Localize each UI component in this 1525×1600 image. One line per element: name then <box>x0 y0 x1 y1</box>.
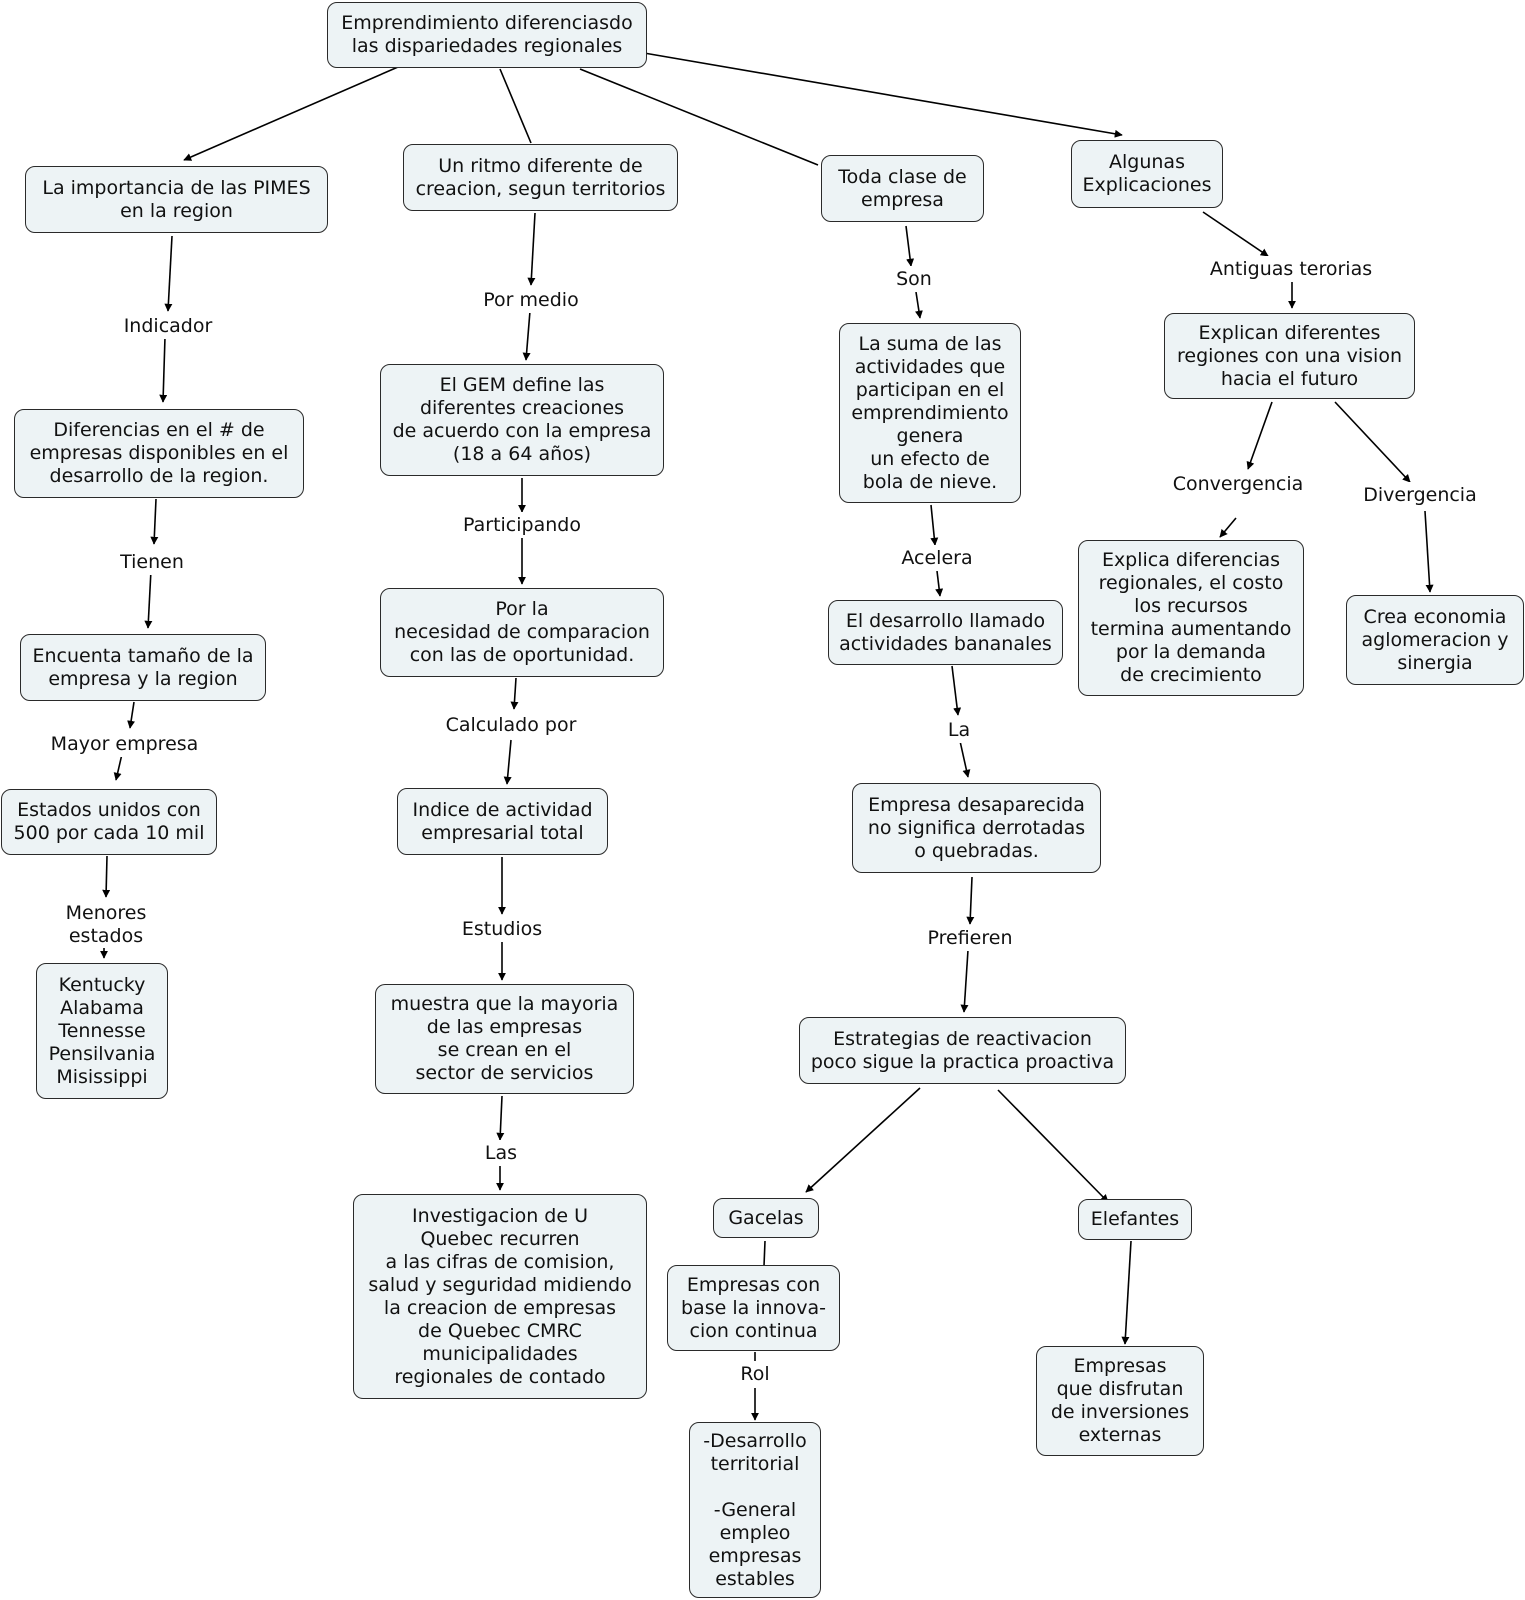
edge-suma-acelera <box>930 504 939 546</box>
node-por-la: Por la necesidad de comparacion con las … <box>380 588 664 677</box>
node-estados-unidos: Estados unidos con 500 por cada 10 mil <box>1 789 217 855</box>
link-prefieren: Prefieren <box>920 925 1020 951</box>
link-tienen: Tienen <box>112 549 192 575</box>
edge-convergencia-explica <box>1219 517 1237 538</box>
link-mayor-empresa: Mayor empresa <box>48 731 201 757</box>
edge-diferencias-tienen <box>150 498 159 545</box>
edge-root-pimes <box>183 66 399 161</box>
edge-tienen-encuenta <box>144 569 153 629</box>
link-son: Son <box>890 266 938 292</box>
node-muestra: muestra que la mayoria de las empresas s… <box>375 984 634 1094</box>
link-antiguas-terorias: Antiguas terorias <box>1202 256 1380 282</box>
link-la: La <box>942 717 976 743</box>
node-empresas-inversiones: Empresas que disfrutan de inversiones ex… <box>1036 1346 1204 1456</box>
node-crea-economia: Crea economia aglomeracion y sinergia <box>1346 595 1524 685</box>
node-root: Emprendimiento diferenciasdo las dispari… <box>327 2 647 68</box>
edge-encuenta-mayor <box>127 701 136 729</box>
link-por-medio: Por medio <box>478 287 584 313</box>
link-convergencia: Convergencia <box>1170 471 1306 497</box>
node-explican: Explican diferentes regiones con una vis… <box>1164 313 1415 399</box>
edge-muestra-las <box>496 1095 505 1141</box>
link-acelera: Acelera <box>895 545 979 571</box>
link-divergencia: Divergencia <box>1360 482 1480 508</box>
edge-la-empresa <box>959 740 971 778</box>
edge-indicador-diferencias <box>159 336 168 403</box>
node-gem: El GEM define las diferentes creaciones … <box>380 364 664 476</box>
edge-mayor-estados <box>113 753 123 781</box>
node-encuenta: Encuenta tamaño de la empresa y la regio… <box>20 634 266 701</box>
node-pimes: La importancia de las PIMES en la region <box>25 166 328 233</box>
node-gacelas: Gacelas <box>713 1198 819 1238</box>
link-menores-estados: Menores estados <box>60 902 152 948</box>
edge-desarrollo-la <box>951 665 962 716</box>
link-estudios: Estudios <box>458 916 546 942</box>
edge-estrategias-gacelas <box>805 1087 921 1193</box>
node-explica-diferencias: Explica diferencias regionales, el costo… <box>1078 540 1304 696</box>
link-las: Las <box>478 1140 524 1166</box>
edge-calculado-indice <box>503 739 512 785</box>
node-desarrollo-territorial: -Desarrollo territorial -General empleo … <box>689 1422 821 1598</box>
edge-son-suma <box>914 291 923 319</box>
node-ritmo: Un ritmo diferente de creacion, segun te… <box>403 144 678 211</box>
node-desarrollo-llamado: El desarrollo llamado actividades banana… <box>828 600 1063 665</box>
node-empresa-desaparecida: Empresa desaparecida no significa derrot… <box>852 783 1101 873</box>
edge-explican-convergencia <box>1246 401 1273 470</box>
edge-pimes-indicador <box>164 235 173 312</box>
edge-elefantes-inversiones <box>1121 1240 1132 1345</box>
edge-ritmo-pormedio <box>527 212 536 286</box>
node-indice: Indice de actividad empresarial total <box>397 788 608 855</box>
node-algunas-explicaciones: Algunas Explicaciones <box>1071 140 1223 208</box>
link-calculado-por: Calculado por <box>441 712 581 738</box>
edge-acelera-desarrollo <box>935 570 944 597</box>
node-estados-lista: Kentucky Alabama Tennesse Pensilvania Mi… <box>36 963 168 1099</box>
node-elefantes: Elefantes <box>1078 1199 1192 1240</box>
edge-divergencia-crea <box>1424 510 1434 593</box>
edge-pormedio-gem <box>522 310 531 361</box>
node-estrategias: Estrategias de reactivacion poco sigue l… <box>799 1017 1126 1084</box>
edge-gacelas-empresas <box>763 1240 766 1267</box>
edge-porla-calculado <box>510 677 519 710</box>
node-suma: La suma de las actividades que participa… <box>839 323 1021 503</box>
link-indicador: Indicador <box>114 313 222 339</box>
edge-algunas-antiguas <box>1202 211 1269 257</box>
node-diferencias: Diferencias en el # de empresas disponib… <box>14 409 304 498</box>
edge-estrategias-elefantes <box>997 1089 1109 1203</box>
edge-explican-divergencia <box>1334 401 1411 483</box>
link-participando: Participando <box>458 512 586 538</box>
edge-prefieren-estrategias <box>960 949 969 1013</box>
edge-root-toda <box>579 68 819 166</box>
link-rol: Rol <box>734 1361 776 1387</box>
edge-empresa-prefieren <box>966 876 975 925</box>
edge-root-ritmo <box>499 68 532 144</box>
edge-toda-son <box>905 225 915 267</box>
node-toda-clase: Toda clase de empresa <box>821 155 984 222</box>
edge-estados-menores <box>102 855 111 898</box>
node-investigacion: Investigacion de U Quebec recurren a las… <box>353 1194 647 1399</box>
edge-root-algunas <box>643 52 1123 138</box>
node-empresas-innovacion: Empresas con base la innova- cion contin… <box>667 1265 840 1351</box>
